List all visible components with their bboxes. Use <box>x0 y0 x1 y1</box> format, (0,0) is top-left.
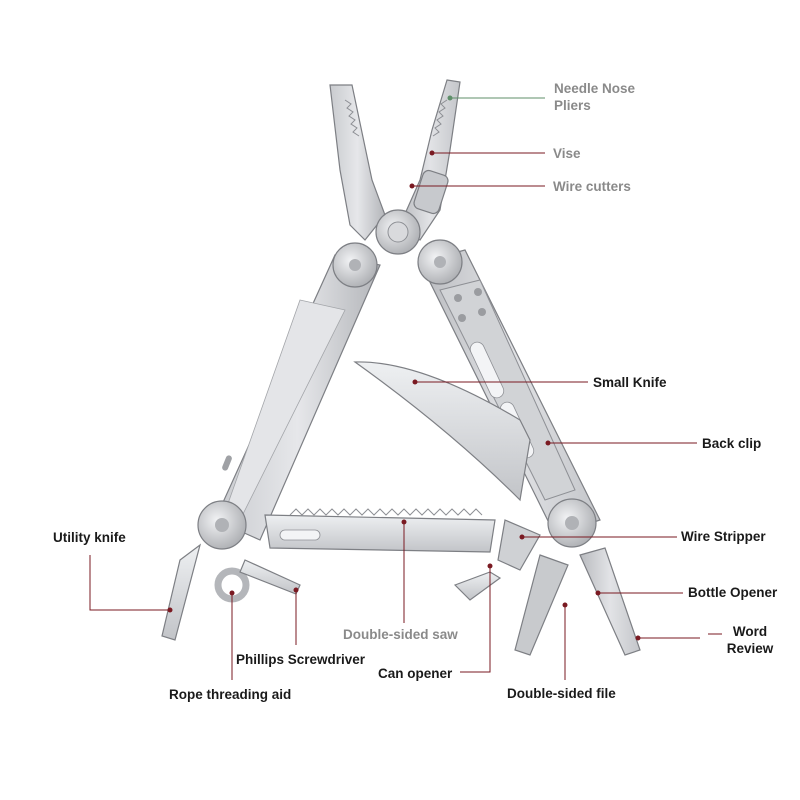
leader-dots <box>167 95 641 641</box>
label-can-opener: Can opener <box>378 666 453 681</box>
label-wire-cutters: Wire cutters <box>553 179 631 194</box>
bottle-opener-arm <box>579 547 641 656</box>
label-double-sided-file: Double-sided file <box>507 686 616 701</box>
wire-stripper <box>497 519 541 571</box>
label-bottle-opener: Bottle Opener <box>688 585 778 600</box>
label-phillips-screwdriver: Phillips Screwdriver <box>236 652 366 667</box>
leader-lines <box>89 97 722 680</box>
label-word-review: Word Review <box>726 624 774 656</box>
jaw-teeth-left <box>344 99 360 137</box>
label-double-sided-saw: Double-sided saw <box>343 627 458 642</box>
label-needle-nose-pliers: Needle Nose Pliers <box>554 81 636 113</box>
label-vise: Vise <box>553 146 581 161</box>
left-jaw <box>329 84 386 241</box>
right-handle <box>417 239 601 548</box>
utility-knife <box>161 543 202 641</box>
small-knife-blade <box>353 361 531 502</box>
label-back-clip: Back clip <box>702 436 762 451</box>
label-wire-stripper: Wire Stripper <box>681 529 766 544</box>
label-rope-threading-aid: Rope threading aid <box>169 687 292 702</box>
label-small-knife: Small Knife <box>593 375 667 390</box>
pliers-jaws <box>329 79 461 255</box>
label-utility-knife: Utility knife <box>53 530 126 545</box>
can-opener <box>453 571 502 601</box>
double-sided-file <box>514 554 569 656</box>
wire-cutter-block <box>413 169 449 215</box>
left-handle <box>197 242 381 550</box>
jaw-teeth-right <box>432 99 448 137</box>
saw-blade <box>264 508 496 553</box>
